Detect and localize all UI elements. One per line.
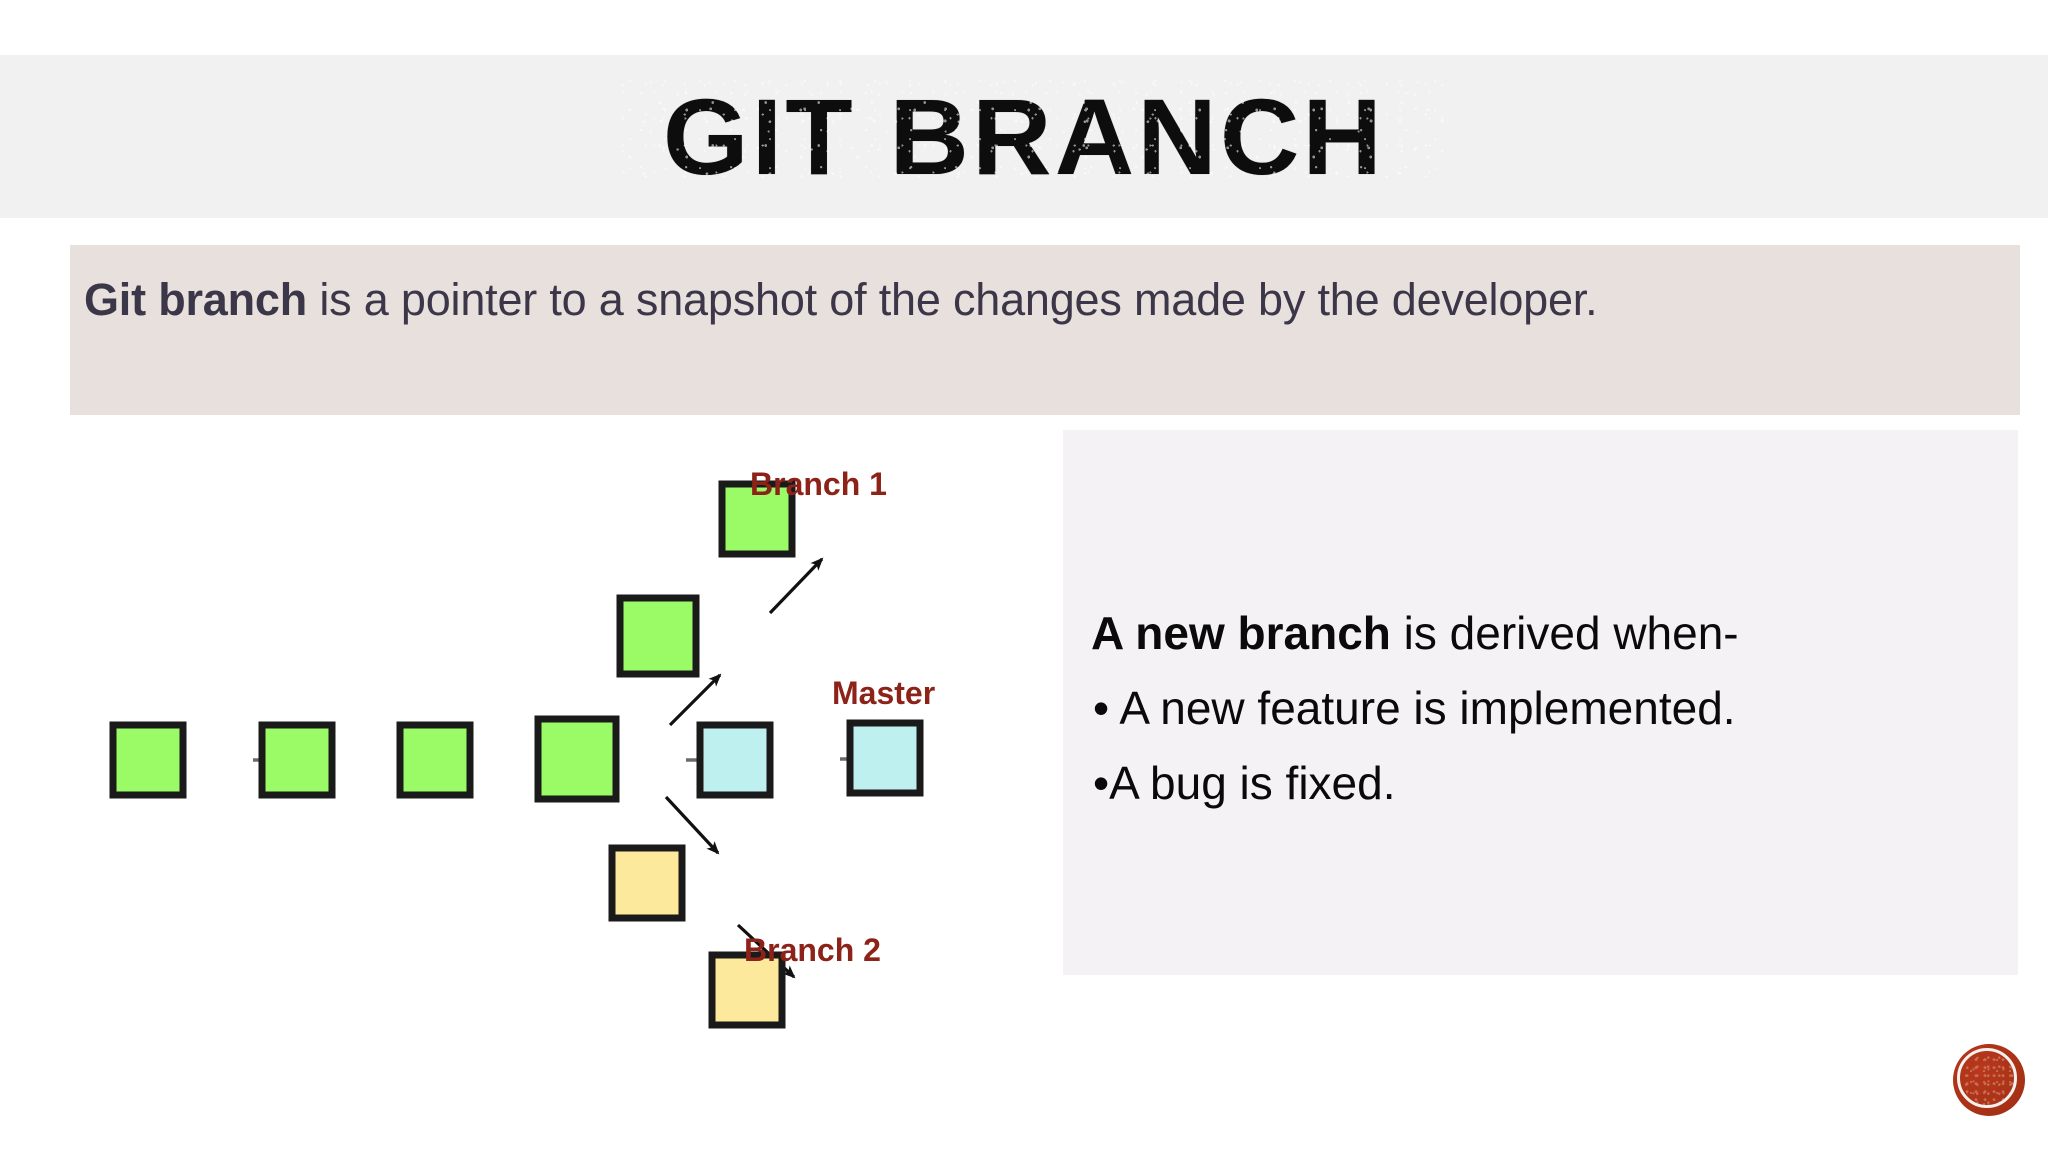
commit-node-c1 (109, 721, 187, 799)
commit-node-c2 (258, 721, 336, 799)
page-title: GIT BRANCH (662, 76, 1386, 197)
commit-node-master-b (846, 719, 924, 797)
commit-node-branch1-b (718, 480, 796, 558)
master-label: Master (832, 675, 936, 711)
title-band: GIT BRANCH (0, 55, 2048, 218)
branch1-edges (668, 557, 824, 727)
commit-node-branch2-b (708, 951, 786, 1029)
commit-node-master-a (696, 721, 774, 799)
new-branch-info-panel: A new branch is derived when- • A new fe… (1063, 430, 2018, 975)
info-heading: A new branch is derived when- (1091, 605, 1991, 662)
git-branch-diagram-panel (70, 425, 1060, 1152)
info-bullet-item: •A bug is fixed. (1093, 757, 1396, 810)
commit-node-branch2-a (608, 844, 686, 922)
definition-text: Git branch is a pointer to a snapshot of… (84, 271, 1986, 329)
info-panel-content: A new branch is derived when- • A new fe… (1091, 605, 1991, 830)
info-heading-rest: is derived when- (1390, 607, 1739, 659)
circular-seal-logo (1953, 1044, 2025, 1116)
definition-bold-term: Git branch (84, 274, 308, 325)
definition-rest: is a pointer to a snapshot of the change… (307, 274, 1598, 325)
commit-node-branch1-a (616, 594, 700, 678)
commit-node-c3 (396, 721, 474, 799)
seal-ring (1957, 1048, 2017, 1108)
branch1-label: Branch 1 (750, 466, 887, 502)
branch2-label: Branch 2 (744, 932, 881, 968)
commit-node-fork (534, 715, 620, 803)
info-heading-bold: A new branch (1091, 607, 1391, 659)
info-bullet-item: • A new feature is implemented. (1093, 682, 1736, 735)
definition-callout-bar: Git branch is a pointer to a snapshot of… (70, 245, 2020, 415)
git-commit-graph (109, 480, 924, 1029)
